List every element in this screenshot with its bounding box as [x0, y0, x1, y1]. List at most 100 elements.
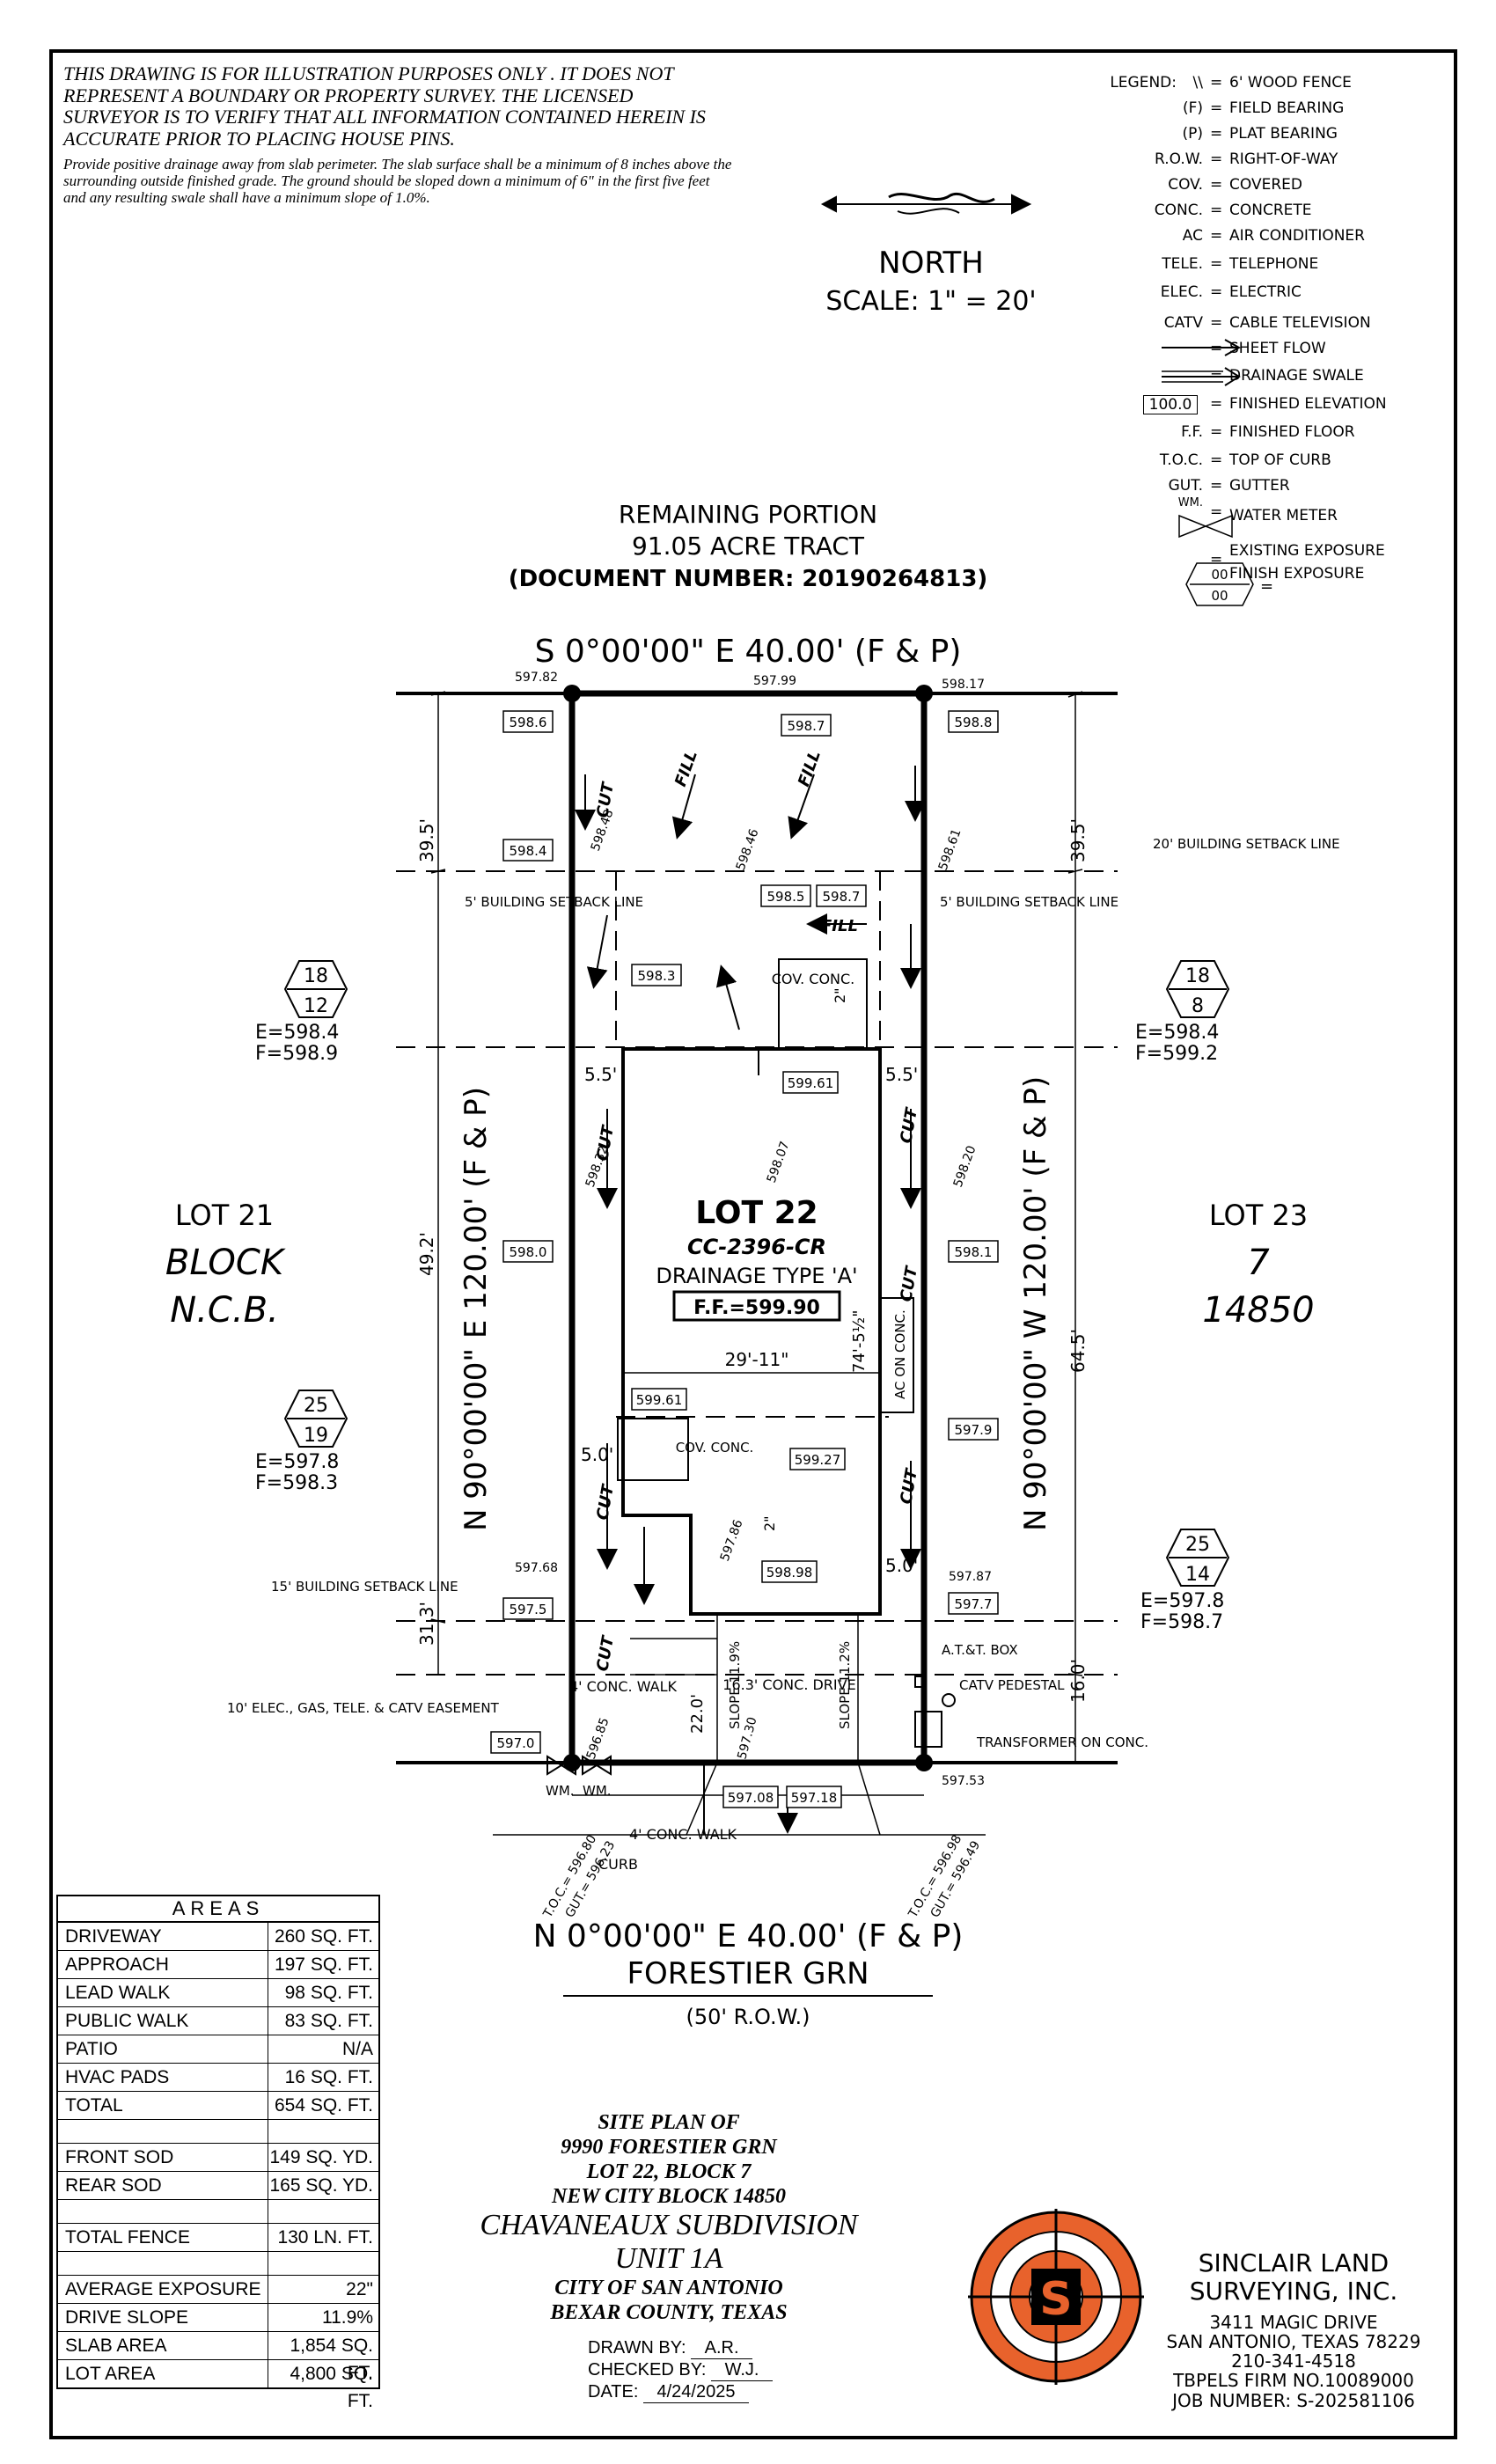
street-name: FORESTIER GRN — [627, 1956, 869, 1991]
east-bearing: N 90°00'00" W 120.00' (F & P) — [1018, 1076, 1053, 1531]
exposure-top: 18 — [1185, 965, 1210, 987]
legend-value: DRAINAGE SWALE — [1229, 367, 1364, 385]
exposure-bottom: 14 — [1185, 1564, 1210, 1586]
elev-box: 599.61 — [636, 1392, 683, 1408]
elev-box: 598.6 — [510, 715, 547, 730]
elev-box: 599.27 — [795, 1452, 841, 1468]
job-number: JOB NUMBER: S-202581106 — [1172, 2390, 1415, 2411]
cov-conc-front: COV. CONC. — [676, 1440, 754, 1456]
company-address-2: SAN ANTONIO, TEXAS 78229 — [1166, 2331, 1421, 2352]
legend-key: CATV — [1163, 314, 1203, 332]
wm-label-left: WM. — [546, 1783, 575, 1799]
transformer-label: TRANSFORMER ON CONC. — [976, 1734, 1148, 1750]
row-label: APPROACH — [58, 1951, 268, 1978]
block-number: 7 — [1247, 1243, 1270, 1283]
side-setback-left: 5.5' — [584, 1064, 617, 1085]
fill-label: FILL — [795, 748, 825, 789]
elev-box: 598.3 — [638, 968, 676, 984]
elevation-boxes — [490, 710, 999, 1808]
side-setback-right-front: 5.0' — [885, 1555, 918, 1576]
elevation-values: 598.6 598.7 598.8 598.4 598.5 598.7 598.… — [497, 715, 993, 1806]
exposure-f: F=598.7 — [1140, 1611, 1223, 1633]
company-address-1: 3411 MAGIC DRIVE — [1209, 2312, 1378, 2333]
legend-key: ELEC. — [1160, 283, 1203, 301]
row-label: HVAC PADS — [58, 2064, 268, 2091]
row-value: 130 LN. FT. — [277, 2227, 373, 2248]
legend-key: COV. — [1168, 176, 1203, 194]
row-value: 1,854 SQ. FT. — [290, 2336, 373, 2383]
row-label: PATIO — [58, 2035, 268, 2063]
slope-right: SLOPE 11.2% — [837, 1641, 853, 1729]
legend-value: FINISHED ELEVATION — [1229, 395, 1387, 413]
drainage-note: Provide positive drainage away from slab… — [63, 155, 732, 206]
north-arrow-icon — [820, 192, 1032, 215]
house-depth: 74'-5½" — [850, 1309, 869, 1373]
legend-key: WM. — [1177, 496, 1203, 510]
exposure-top: 25 — [1185, 1534, 1210, 1556]
south-bearing: N 0°00'00" E 40.00' (F & P) — [533, 1918, 964, 1954]
checked-by: W.J. — [711, 2359, 774, 2381]
row-value: 4,800 SQ. FT. — [290, 2364, 373, 2411]
legend-value: EXISTING EXPOSURE — [1229, 542, 1385, 560]
legend-key: F.F. — [1181, 423, 1203, 441]
exposure-e: E=598.4 — [255, 1022, 339, 1044]
legend-key: (P) — [1182, 125, 1203, 143]
exposure-bottom: 8 — [1192, 995, 1204, 1017]
att-box-label: A.T.&T. BOX — [942, 1642, 1018, 1658]
legend-key: AC — [1182, 227, 1203, 245]
company-name-1: SINCLAIR LAND — [1198, 2248, 1390, 2277]
company-phone: 210-341-4518 — [1231, 2350, 1356, 2372]
exposure-e: E=598.4 — [1135, 1022, 1219, 1044]
dim-2in: 2" — [832, 987, 848, 1003]
legend-key: GUT. — [1168, 477, 1203, 495]
drainage-swale-lines — [1162, 370, 1223, 383]
logo-letter: S — [1039, 2273, 1072, 2326]
ac-pad — [879, 1297, 914, 1413]
easement-label: 10' ELEC., GAS, TELE. & CATV EASEMENT — [227, 1700, 500, 1716]
exposure-f: F=598.9 — [255, 1043, 338, 1065]
dimension-lines — [430, 691, 1083, 1763]
legend-value: FIELD BEARING — [1229, 99, 1345, 117]
legend-value: GUTTER — [1229, 477, 1290, 495]
spot-elev: 597.99 — [753, 674, 796, 688]
elev-box: 597.0 — [497, 1735, 535, 1751]
row-label: AVERAGE EXPOSURE — [58, 2276, 268, 2303]
catv-pedestal-icon — [942, 1693, 956, 1707]
slope-left: SLOPE 11.9% — [727, 1641, 743, 1729]
row-value: 11.9% — [322, 2307, 373, 2328]
cut-label: CUT — [897, 1264, 921, 1303]
water-meter-icon — [546, 1755, 576, 1776]
wm-label-right: WM. — [583, 1783, 612, 1799]
dim-2in-front: 2" — [761, 1515, 778, 1531]
exposure-f: F=598.3 — [255, 1472, 338, 1494]
plan-code: CC-2396-CR — [687, 1235, 826, 1259]
covered-porch-front — [617, 1418, 689, 1481]
exposure-values: 18 12 18 8 25 19 25 14 — [304, 965, 1210, 1586]
exposure-hexagon-icon — [1185, 562, 1254, 606]
corner-pin-icon — [915, 1754, 933, 1771]
setback-5-right-label: 5' BUILDING SETBACK LINE — [940, 894, 1118, 910]
drawing-credits: DRAWN BY: A.R. CHECKED BY: W.J. DATE: 4/… — [588, 2337, 817, 2403]
sheet-flow-icon — [1162, 339, 1242, 356]
legend-value: TOP OF CURB — [1229, 451, 1331, 469]
unit-name: UNIT 1A — [614, 2242, 723, 2275]
legend-value: 6' WOOD FENCE — [1229, 74, 1352, 92]
exposure-ef: E=598.4 F=598.9 E=598.4 F=599.2 E=597.8 … — [255, 1022, 1224, 1633]
legend-symbols — [1162, 339, 1254, 606]
house-width: 29'-11" — [725, 1349, 789, 1370]
tract-document: (DOCUMENT NUMBER: 20190264813) — [509, 566, 988, 592]
exposure-bottom: 19 — [304, 1425, 328, 1447]
tract-line-1: REMAINING PORTION — [619, 500, 877, 529]
drawing-date: 4/24/2025 — [642, 2381, 749, 2403]
legend-key: 100.0 — [1143, 395, 1198, 414]
subdivision-name: CHAVANEAUX SUBDIVISION — [480, 2209, 858, 2241]
spot-elev: 597.86 — [718, 1518, 746, 1564]
